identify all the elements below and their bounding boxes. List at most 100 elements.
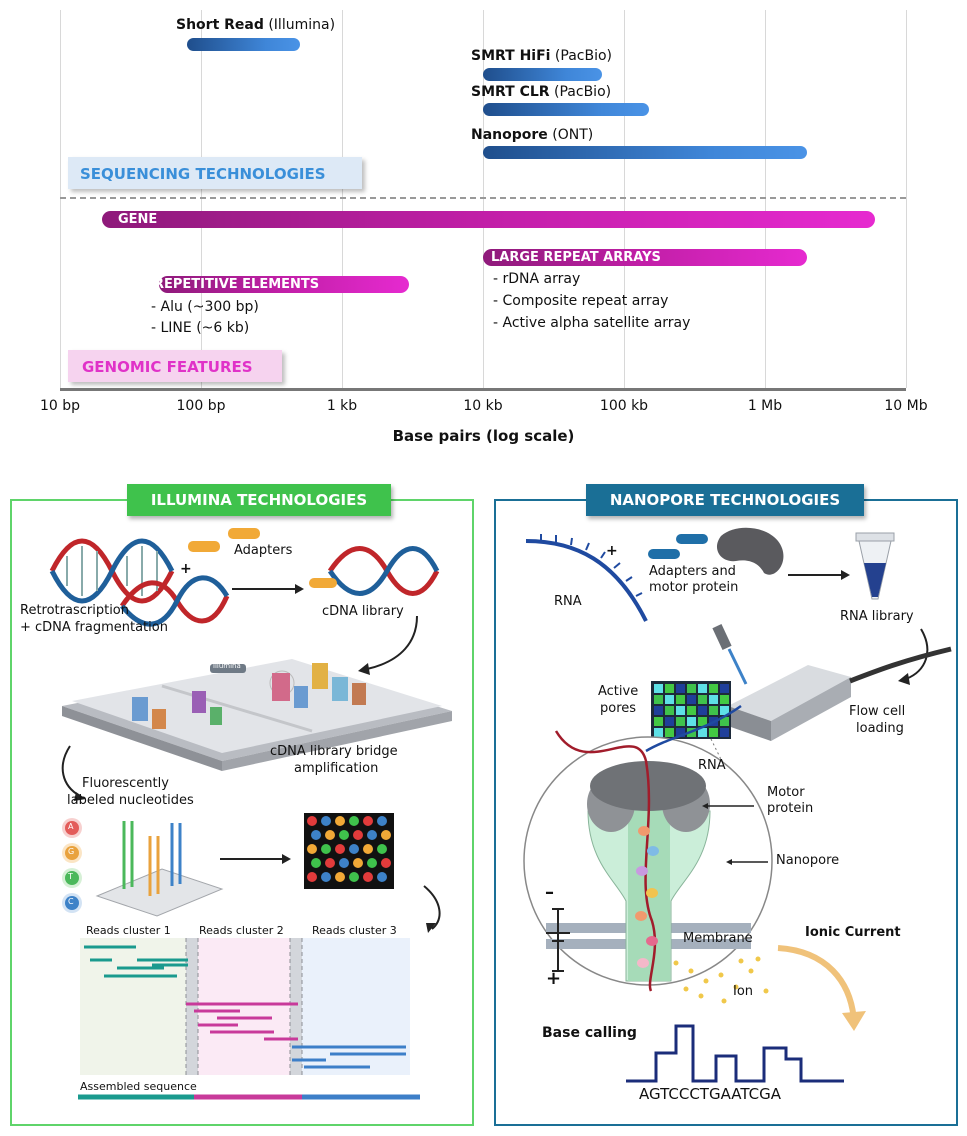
arrow-head-icon	[358, 663, 370, 675]
fluorescent-dot	[363, 816, 373, 826]
bar-nanopore	[483, 146, 808, 159]
fluorescent-dot	[349, 816, 359, 826]
curved-arrow-icon	[366, 615, 418, 670]
sequencing-technologies-label-box	[68, 157, 362, 189]
fluor-label-line1: Fluorescently	[82, 776, 169, 791]
base-g: G	[68, 847, 75, 856]
label-smrt-clr-name: SMRT CLR	[471, 84, 550, 100]
pore-cell	[698, 706, 707, 715]
adapters-motor-label-line1: Adapters and	[649, 564, 736, 579]
pore-cell	[720, 717, 729, 726]
nanopore-title: NANOPORE TECHNOLOGIES	[586, 484, 864, 516]
fluor-label-line2: labeled nucleotides	[67, 793, 194, 808]
nanopore-workflow-illustration	[523, 527, 952, 1083]
fluorescent-dot	[335, 872, 345, 882]
pore-cell	[709, 728, 718, 737]
gridline	[60, 10, 61, 388]
label-smrt-hifi-name: SMRT HiFi	[471, 48, 551, 64]
arrow-head-icon	[842, 1011, 866, 1031]
pore-cell	[676, 717, 685, 726]
dna-helix-icon	[49, 538, 175, 604]
repetitive-item: - LINE (~6 kb)	[151, 320, 250, 336]
rna-library-label: RNA library	[840, 609, 914, 624]
rna-thread-icon	[554, 730, 657, 992]
repetitive-item: - Alu (~300 bp)	[151, 299, 259, 315]
fluorescent-dot	[367, 830, 377, 840]
pore-cell	[665, 684, 674, 693]
flow-cell-brand: illumina	[213, 662, 241, 670]
bar-short-read	[187, 38, 300, 51]
fluorescent-dot	[307, 816, 317, 826]
pore-cell	[709, 706, 718, 715]
ionic-current-arrow-icon	[777, 945, 857, 1022]
gridline	[624, 10, 625, 388]
arrow-head-icon	[74, 792, 86, 801]
rna-library-tube-icon	[855, 532, 895, 600]
rna-bases-icon	[540, 534, 643, 597]
pore-cell	[720, 706, 729, 715]
dna-helix-icon	[119, 575, 230, 627]
pore-cell	[676, 728, 685, 737]
pore-cells	[654, 684, 729, 737]
fluorescent-dot	[321, 816, 331, 826]
adapter-icon	[188, 541, 220, 552]
minus-sign: –	[545, 882, 554, 903]
fluorescent-dot	[349, 872, 359, 882]
pore-cell	[720, 695, 729, 704]
flow-cell-loading-line1: Flow cell	[849, 704, 906, 719]
flow-cell-loading-line2: loading	[856, 721, 904, 736]
motor-protein-label-line2: protein	[767, 801, 814, 816]
base-a: A	[68, 822, 74, 831]
pore-cell	[698, 728, 707, 737]
base-c: C	[68, 897, 74, 906]
fluorescent-dot	[335, 816, 345, 826]
fluorescence-dots	[307, 816, 391, 882]
bases-in-pore	[635, 826, 659, 968]
pore-cell	[665, 706, 674, 715]
nanopore-label: Nanopore	[776, 853, 840, 868]
x-tick-label: 10 bp	[39, 398, 81, 414]
plus-sign-bottom: +	[546, 968, 562, 989]
ion-dot	[721, 998, 727, 1004]
label-short-read-name: Short Read	[176, 17, 264, 33]
retrotranscription-label-line1: Retrotrascription	[20, 603, 129, 618]
label-nanopore: Nanopore (ONT)	[471, 127, 593, 143]
cdna-helix-icon	[309, 546, 440, 596]
pore-cell	[698, 717, 707, 726]
fluorescent-dot	[377, 872, 387, 882]
pore-cell	[720, 728, 729, 737]
genomic-features-label-box	[68, 350, 282, 382]
gridline	[201, 10, 202, 388]
gridline	[483, 10, 484, 388]
curved-arrow-icon	[423, 885, 441, 930]
curved-arrow-icon	[905, 628, 929, 680]
rna-pore-label: RNA	[698, 758, 726, 773]
rna-strand-icon	[525, 539, 648, 622]
zoom-line	[710, 738, 767, 852]
pore-cell	[709, 695, 718, 704]
base-calling-label: Base calling	[542, 1025, 637, 1041]
pore-cell	[665, 717, 674, 726]
x-tick-label: 1 kb	[326, 398, 358, 414]
label-smrt-hifi-suffix: (PacBio)	[550, 48, 612, 64]
minion-device-icon	[728, 646, 952, 741]
rna-thread-icon	[645, 704, 742, 753]
x-tick-label: 10 Mb	[884, 398, 928, 414]
fluorescent-dot	[335, 844, 345, 854]
bar-smrt-hifi	[483, 68, 603, 81]
adapter-icon	[676, 534, 708, 544]
curved-arrow-icon	[61, 745, 81, 797]
fluorescent-dot	[349, 844, 359, 854]
pore-cell	[654, 695, 663, 704]
label-gene: GENE	[118, 212, 158, 227]
fluorescent-dot	[381, 830, 391, 840]
ion-dot	[683, 986, 689, 992]
pore-cell	[654, 728, 663, 737]
fluorescent-dot	[311, 830, 321, 840]
illumina-workflow-illustration	[49, 528, 452, 1100]
label-nanopore-name: Nanopore	[471, 127, 548, 143]
pore-cell	[665, 695, 674, 704]
large-repeat-item: - Composite repeat array	[493, 293, 669, 309]
arrow-head-icon	[282, 854, 291, 864]
pore-cell	[687, 706, 696, 715]
